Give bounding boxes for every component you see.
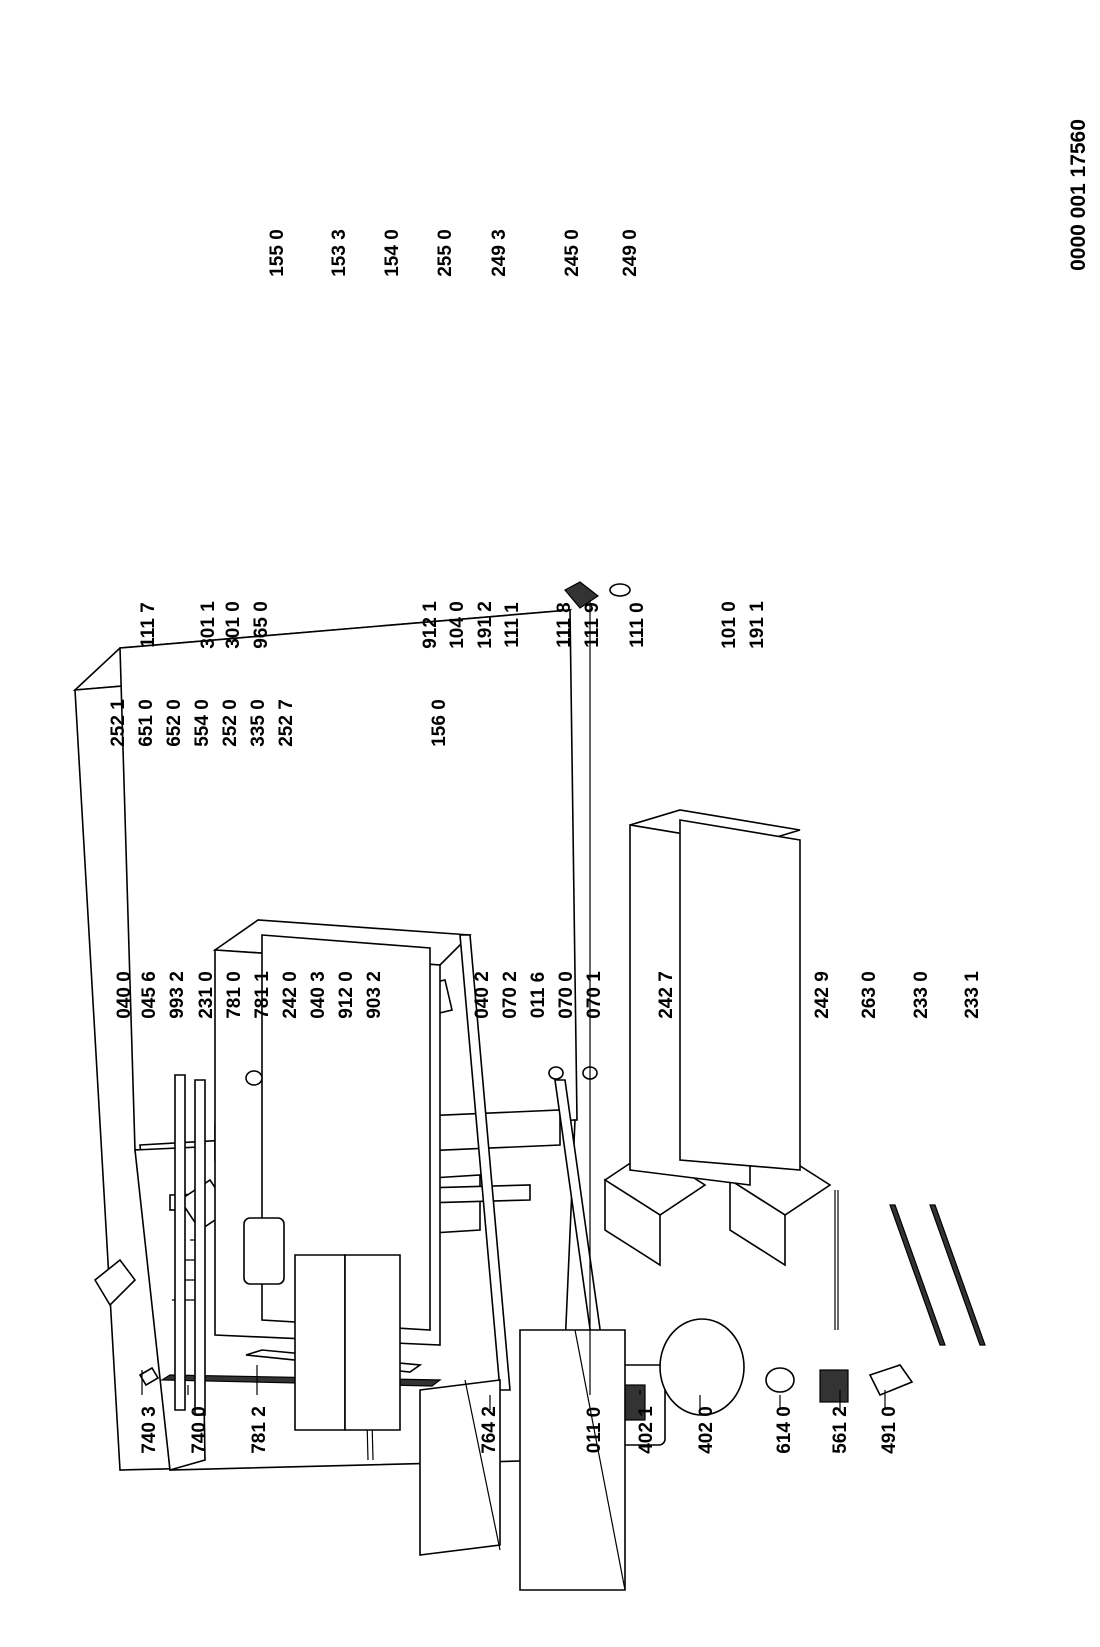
part-label: 155 0	[267, 229, 288, 277]
part-label: 252 7	[276, 699, 297, 747]
part-label: 301 0	[223, 601, 244, 649]
part-label: 912 0	[336, 971, 357, 1019]
part-label: 740 0	[189, 1406, 210, 1454]
part-label: 070 1	[584, 971, 605, 1019]
part-label: 045 6	[139, 971, 160, 1019]
part-label: 011 6	[528, 972, 549, 1019]
part-label: 104 0	[447, 601, 468, 649]
part-label: 040 3	[308, 971, 329, 1019]
part-label: 153 3	[329, 229, 350, 277]
part-label: 242 9	[812, 971, 833, 1019]
document-id: 0000 001 17560	[1067, 119, 1090, 271]
part-label: 070 2	[500, 971, 521, 1019]
part-label: 912 1	[420, 601, 441, 649]
part-label: 040 2	[472, 971, 493, 1019]
part-label: 231 0	[196, 971, 217, 1019]
part-label: 242 0	[280, 971, 301, 1019]
part-label: 301 1	[198, 601, 219, 649]
part-label: 740 3	[139, 1406, 160, 1454]
part-label: 781 1	[252, 971, 273, 1019]
part-label: 245 0	[562, 229, 583, 277]
part-label: 191 2	[475, 601, 496, 649]
part-label: 111 8	[554, 602, 575, 647]
part-label: 252 0	[220, 699, 241, 747]
part-labels: 740 3 740 0 781 2 764 2 011 0 402 1 402 0 614 0…	[108, 229, 983, 1454]
part-label: 233 0	[911, 971, 932, 1019]
part-label: 554 0	[192, 699, 213, 747]
part-label: 764 2	[479, 1406, 500, 1454]
part-label: 903 2	[364, 971, 385, 1019]
part-label: 402 0	[696, 1406, 717, 1454]
part-label: 111 0	[627, 602, 648, 647]
part-label: 335 0	[248, 699, 269, 747]
part-label: 652 0	[164, 699, 185, 747]
drawers-drawing	[603, 1149, 986, 1346]
part-label: 101 0	[719, 601, 740, 649]
part-label: 781 2	[249, 1406, 270, 1454]
door-shelves-drawing	[243, 1217, 626, 1591]
part-label: 111 1	[502, 602, 523, 648]
part-label: 781 0	[224, 971, 245, 1019]
part-label: 233 1	[962, 971, 983, 1019]
part-label: 252 1	[108, 699, 129, 747]
part-label: 156 0	[429, 699, 450, 747]
part-label: 191 1	[747, 601, 768, 649]
part-label: 249 0	[620, 229, 641, 277]
part-label: 070 0	[556, 971, 577, 1019]
leader-lines	[141, 600, 886, 1410]
part-label: 491 0	[879, 1406, 900, 1454]
part-label: 402 1	[636, 1406, 657, 1454]
part-label: 255 0	[435, 229, 456, 277]
part-label: 249 3	[489, 229, 510, 277]
part-label: 040 0	[114, 971, 135, 1019]
part-label: 111 9	[582, 602, 603, 647]
part-label: 965 0	[251, 601, 272, 649]
part-label: 011 0	[584, 1407, 605, 1454]
part-label: 614 0	[774, 1406, 795, 1454]
part-label: 242 7	[656, 971, 677, 1019]
part-label: 651 0	[136, 699, 157, 747]
part-label: 154 0	[382, 229, 403, 277]
part-label: 993 2	[167, 971, 188, 1019]
part-label: 561 2	[830, 1406, 851, 1454]
part-label: 263 0	[859, 971, 880, 1019]
part-label: 111 7	[138, 602, 159, 647]
